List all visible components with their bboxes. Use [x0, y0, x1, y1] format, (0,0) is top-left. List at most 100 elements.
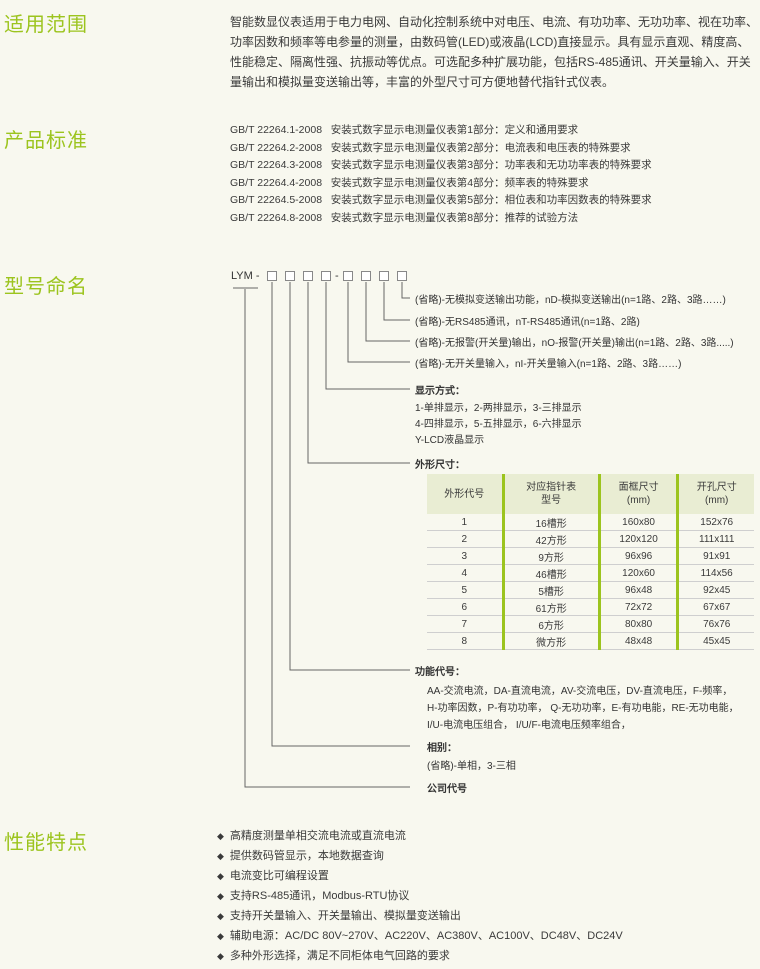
- feature-item: ◆ 电流变比可编程设置: [217, 866, 623, 886]
- function-line: AA-交流电流，DA-直流电流，AV-交流电压，DV-直流电压，F-频率，: [427, 686, 733, 697]
- phase-title: 相别：: [427, 743, 457, 754]
- table-cell: 4: [427, 564, 504, 582]
- function-line: H-功率因数，P-有功功率， Q-无功功率，E-有功电能，RE-无功电能，: [427, 703, 739, 714]
- features-list: ◆ 高精度测量单相交流电流或直流电流 ◆ 提供数码管显示，本地数据查询 ◆ 电流变比可编程…: [217, 826, 623, 966]
- table-cell: 48x48: [597, 632, 678, 650]
- table-cell: 6: [427, 598, 504, 616]
- code-box-display: [321, 271, 331, 281]
- diamond-bullet-icon: ◆: [217, 891, 224, 901]
- feature-text: 提供数码管显示，本地数据查询: [229, 850, 384, 862]
- table-cell: 160x80: [597, 514, 678, 531]
- display-title: 显示方式：: [415, 386, 465, 397]
- model-dash: -: [335, 270, 339, 282]
- feature-text: 高精度测量单相交流电流或直流电流: [229, 830, 406, 842]
- table-cell: 45x45: [676, 632, 754, 650]
- section-title-standards: 产品标准: [4, 130, 88, 152]
- standards-list: GB/T 22264.1-2008 安装式数字显示电测量仪表第1部分：定义和通用…: [230, 122, 652, 228]
- table-cell: 152x76: [676, 514, 754, 531]
- standard-item: GB/T 22264.5-2008 安装式数字显示电测量仪表第5部分：相位表和功…: [230, 194, 652, 207]
- switch-input-desc: (省略)-无开关量输入，nI-开关量输入(n=1路、2路、3路……): [415, 359, 682, 370]
- standard-item: GB/T 22264.3-2008 安装式数字显示电测量仪表第3部分：功率表和无…: [230, 159, 652, 172]
- table-cell: 2: [427, 530, 504, 548]
- table-cell: 76x76: [676, 615, 754, 633]
- table-cell: 67x67: [676, 598, 754, 616]
- model-prefix: LYM -: [231, 270, 260, 282]
- feature-item: ◆支持RS-485通讯，Modbus-RTU协议: [217, 886, 623, 906]
- feature-text: 辅助电源：AC/DC 80V~270V、AC220V、AC380V、AC100V…: [229, 930, 623, 942]
- table-header-line: (mm): [705, 495, 729, 506]
- function-line: I/U-电流电压组合， I/U/F-电流电压频率组合，: [427, 720, 631, 731]
- standard-item: GB/T 22264.2-2008 安装式数字显示电测量仪表第2部分：电流表和电…: [230, 141, 631, 154]
- table-header: 开孔尺寸 (mm): [676, 474, 754, 514]
- table-header: 面框尺寸 (mm): [597, 474, 678, 514]
- display-line: Y-LCD液晶显示: [415, 435, 485, 446]
- diamond-bullet-icon: ◆: [217, 871, 224, 881]
- code-box-analog: [397, 271, 407, 281]
- diamond-bullet-icon: ◆: [217, 851, 224, 861]
- table-cell: 120x120: [597, 530, 678, 548]
- table-cell: 微方形: [501, 632, 600, 650]
- alarm-output-desc: (省略)-无报警(开关量)输出，nO-报警(开关量)输出(n=1路、2路、3路.…: [415, 338, 734, 349]
- display-line: 4-四排显示，5-五排显示，6-六排显示: [415, 419, 582, 430]
- table-cell: 16槽形: [501, 514, 600, 531]
- standard-item: GB/T 22264.8-2008 安装式数字显示电测量仪表第8部分：推荐的试验…: [230, 211, 579, 224]
- table-cell: 5槽形: [501, 581, 600, 599]
- code-box-alarm: [361, 271, 371, 281]
- table-header-line: (mm): [626, 495, 651, 506]
- table-cell: 61方形: [501, 598, 600, 616]
- function-codes: AA-交流电流，DA-直流电流，AV-交流电压，DV-直流电压，F-频率， H-功…: [427, 683, 739, 734]
- table-cell: 96x96: [597, 547, 678, 565]
- table-header-line: 型号: [541, 495, 562, 506]
- table-header-line: 面框尺寸: [618, 482, 659, 493]
- standard-item: GB/T 22264.4-2008 安装式数字显示电测量仪表第4部分：频率表的特…: [230, 176, 589, 189]
- table-header-line: 外形代号: [444, 488, 485, 500]
- feature-text: 电流变比可编程设置: [229, 870, 329, 882]
- table-cell: 91x91: [676, 547, 754, 565]
- scope-text: 智能数显仪表适用于电力电网、自动化控制系统中对电压、电流、有功功率、无功功率、视…: [230, 15, 759, 89]
- shape-title: 外形尺寸：: [415, 460, 465, 471]
- table-cell: 80x80: [597, 615, 678, 633]
- function-title: 功能代号：: [415, 667, 465, 678]
- feature-text: 支持开关量输入、开关量输出、模拟量变送输出: [229, 910, 461, 922]
- company-code-title: 公司代号: [427, 784, 467, 795]
- table-header-line: 开孔尺寸: [696, 482, 737, 493]
- analog-output-desc: (省略)-无模拟变送输出功能，nD-模拟变送输出(n=1路、2路、3路……): [415, 295, 726, 306]
- feature-item: ◆ 高精度测量单相交流电流或直流电流: [217, 826, 623, 846]
- table-cell: 1: [427, 514, 504, 531]
- table-cell: 114x56: [676, 564, 754, 582]
- phase-text: (省略)-单相，3-三相: [427, 761, 516, 772]
- table-cell: 42方形: [501, 530, 600, 548]
- table-header: 对应指针表型号: [501, 474, 600, 514]
- rs485-desc: (省略)-无RS485通讯，nT-RS485通讯(n=1路、2路): [415, 317, 640, 328]
- table-header-line: 对应指针表: [526, 482, 577, 493]
- table-cell: 3: [427, 547, 504, 565]
- feature-item: ◆支持开关量输入、开关量输出、模拟量变送输出: [217, 906, 623, 926]
- table-cell: 111x111: [676, 530, 754, 548]
- code-box-input: [343, 271, 353, 281]
- section-title-features: 性能特点: [4, 832, 88, 854]
- table-cell: 120x60: [597, 564, 678, 582]
- table-cell: 7: [427, 615, 504, 633]
- feature-item: ◆多种外形选择，满足不同柜体电气回路的要求: [217, 946, 623, 966]
- section-title-model: 型号命名: [4, 276, 88, 298]
- table-cell: 92x45: [676, 581, 754, 599]
- feature-item: ◆ 提供数码管显示，本地数据查询: [217, 846, 623, 866]
- diamond-bullet-icon: ◆: [217, 831, 224, 841]
- code-box-function: [285, 271, 295, 281]
- table-cell: 46槽形: [501, 564, 600, 582]
- table-cell: 5: [427, 581, 504, 599]
- table-cell: 8: [427, 632, 504, 650]
- code-box-phase: [267, 271, 277, 281]
- diamond-bullet-icon: ◆: [217, 931, 224, 941]
- table-cell: 6方形: [501, 615, 600, 633]
